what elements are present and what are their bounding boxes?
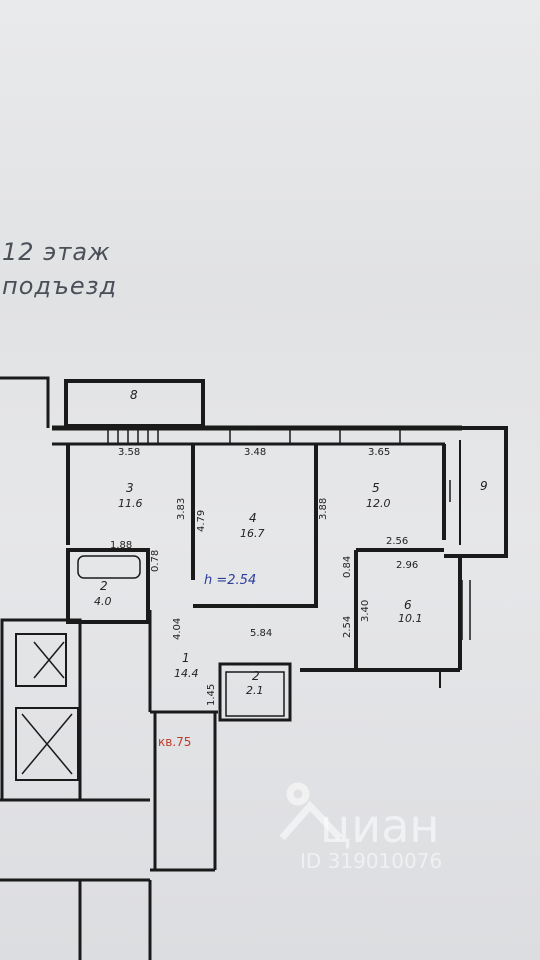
- windows-top: [107, 430, 401, 443]
- room-2-number: 2: [100, 579, 108, 593]
- dimension-3-65: 3.65: [368, 447, 390, 458]
- dimension-0-84: 0.84: [342, 556, 353, 578]
- dimension-4-79: 4.79: [196, 510, 207, 532]
- toilet-2-1: [218, 662, 292, 722]
- cian-logo-icon: [279, 782, 343, 841]
- floor-label: 12 этаж: [2, 238, 111, 266]
- room-1-number: 1: [182, 651, 190, 665]
- dimension-2-54: 2.54: [342, 616, 353, 638]
- room-3-area: 11.6: [118, 497, 143, 510]
- dimension-1-88: 1.88: [110, 540, 132, 551]
- balcony-9: [444, 426, 508, 558]
- apartment-number: кв.75: [158, 735, 191, 749]
- toilet-area: 2.1: [246, 684, 264, 697]
- wall-left-outer: [0, 376, 50, 428]
- ceiling-height: h =2.54: [204, 573, 256, 588]
- room-6-number: 6: [404, 598, 412, 612]
- dimension-3-58: 3.58: [118, 447, 140, 458]
- elevator-1: [15, 633, 67, 687]
- balcony-9-label: 9: [480, 479, 488, 493]
- room-6-area: 10.1: [398, 612, 423, 625]
- dimension-1-45: 1.45: [206, 684, 217, 706]
- toilet-number: 2: [252, 669, 260, 683]
- dimension-3-48: 3.48: [244, 447, 266, 458]
- watermark-id: ID 319010076: [300, 849, 442, 873]
- room-5-number: 5: [372, 481, 380, 495]
- room-3-number: 3: [126, 481, 134, 495]
- dimension-2-56: 2.56: [386, 536, 408, 547]
- room-1-area: 14.4: [174, 667, 199, 680]
- elevator-2: [15, 707, 79, 781]
- dimension-0-78: 0.78: [150, 550, 161, 572]
- entrance-label: подъезд: [2, 272, 118, 300]
- room-4-area: 16.7: [240, 527, 265, 540]
- room-5-area: 12.0: [366, 497, 391, 510]
- balcony-8-label: 8: [130, 388, 138, 402]
- dimension-2-96: 2.96: [396, 560, 418, 571]
- room-2-area: 4.0: [94, 595, 112, 608]
- dimension-5-84: 5.84: [250, 628, 272, 639]
- bathtub: [77, 555, 141, 579]
- dimension-3-83: 3.83: [176, 498, 187, 520]
- elevator-shaft: [0, 618, 82, 802]
- dimension-3-40: 3.40: [360, 600, 371, 622]
- dimension-4-04: 4.04: [172, 618, 183, 640]
- room-4-number: 4: [249, 511, 257, 525]
- bathroom-2: [66, 548, 150, 624]
- dimension-3-88: 3.88: [318, 498, 329, 520]
- cian-watermark: циан ID 319010076: [279, 782, 442, 873]
- watermark-brand: циан: [320, 799, 439, 853]
